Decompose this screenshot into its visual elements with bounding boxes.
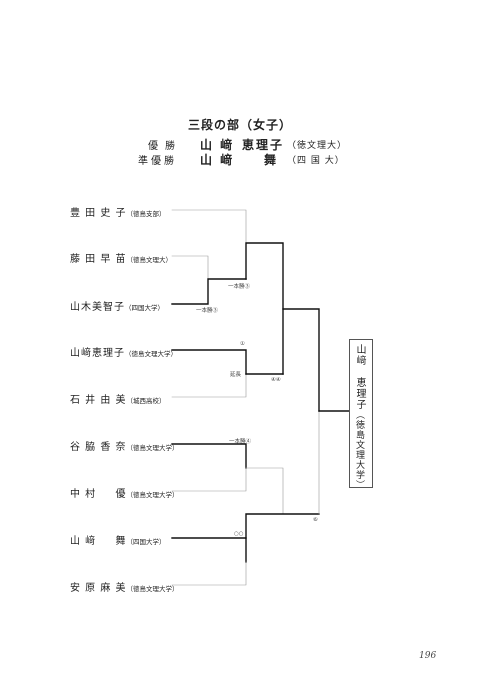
- match-note-5: ④④: [271, 377, 281, 383]
- runner-up-given-name: 舞: [264, 153, 277, 167]
- bracket-line-p6: [171, 443, 247, 469]
- match-note-6: 一本勝④: [229, 439, 252, 445]
- player-4-affiliation: （徳島文理大学）: [125, 350, 177, 358]
- page-number: 196: [419, 651, 437, 661]
- champion-family-name: 山 﨑: [200, 138, 235, 152]
- bracket-line-p1: [171, 209, 247, 244]
- bracket-line-p3: [171, 278, 247, 305]
- player-1-name: 豊 田 史 子: [70, 208, 127, 219]
- runner-up-label: 準優勝: [138, 156, 177, 167]
- player-6-affiliation: （徳島文理大学）: [126, 444, 179, 452]
- player-1: 豊 田 史 子（徳島支部）: [70, 204, 166, 219]
- player-8-affiliation: （四国大学）: [126, 538, 166, 546]
- match-note-3: ①: [240, 341, 245, 347]
- bracket-line-p9: [171, 561, 247, 586]
- winner-name: 山﨑 恵理子: [354, 344, 365, 410]
- match-note-1: 一本勝③: [228, 284, 251, 290]
- player-2-name: 藤 田 早 苗: [70, 254, 127, 265]
- bracket-line-semi1-winner: [245, 242, 284, 310]
- bracket-line-p8: [171, 537, 247, 563]
- winner-label: 山﨑 恵理子（徳島文理大学）: [352, 344, 367, 490]
- player-7-affiliation: （徳島文理大学）: [126, 491, 179, 499]
- player-7: 中 村 優（徳島文理大学）: [70, 485, 179, 500]
- champion-given-name: 恵理子: [242, 138, 285, 152]
- player-2-affiliation: （徳島文理大）: [126, 256, 173, 264]
- section-title: 三段の部（女子）: [187, 118, 292, 132]
- player-3-name: 山木美智子: [70, 302, 125, 313]
- winner-affiliation: （徳島文理大学）: [354, 410, 364, 490]
- champion-label: 優勝: [148, 141, 182, 152]
- bracket-line-p4: [171, 349, 247, 375]
- match-note-8: ⑥: [313, 517, 318, 523]
- champion-affiliation: （徳文理大）: [287, 141, 348, 151]
- player-6-name: 谷 脇 香 奈: [70, 442, 127, 453]
- bracket-line-p2: [171, 255, 209, 280]
- match-note-4: 延長: [230, 372, 242, 378]
- player-9: 安 原 麻 美（徳島文理大学）: [70, 579, 179, 594]
- winner-box: [349, 339, 373, 488]
- player-6: 谷 脇 香 奈（徳島文理大学）: [70, 438, 179, 453]
- player-8-name: 山 﨑 舞: [70, 536, 127, 547]
- player-9-affiliation: （徳島文理大学）: [126, 585, 179, 593]
- player-7-name: 中 村 優: [70, 489, 127, 500]
- player-4-name: 山﨑恵理子: [70, 348, 125, 359]
- bracket-line-p7: [171, 467, 247, 492]
- runner-up-affiliation: （四 国 大）: [287, 156, 345, 166]
- player-1-affiliation: （徳島支部）: [126, 210, 166, 218]
- bracket-line-upper-final: [282, 308, 320, 412]
- player-3: 山木美智子（四国大学）: [70, 298, 164, 313]
- match-note-2: 一本勝③: [196, 308, 219, 314]
- bracket-line-p6-advance: [245, 467, 284, 515]
- match-note-7: ○○: [234, 531, 244, 537]
- player-5: 石 井 由 美（城西高校）: [70, 391, 166, 406]
- player-2: 藤 田 早 苗（徳島文理大）: [70, 250, 172, 265]
- player-8: 山 﨑 舞（四国大学）: [70, 532, 166, 547]
- runner-up-family-name: 山 﨑: [200, 153, 235, 167]
- player-5-name: 石 井 由 美: [70, 395, 127, 406]
- player-9-name: 安 原 麻 美: [70, 583, 127, 594]
- player-4: 山﨑恵理子（徳島文理大学）: [70, 344, 177, 359]
- player-3-affiliation: （四国大学）: [125, 304, 164, 312]
- player-5-affiliation: （城西高校）: [126, 397, 166, 405]
- bracket-line-p5: [171, 373, 247, 398]
- bracket-line-lower-semi: [245, 513, 320, 539]
